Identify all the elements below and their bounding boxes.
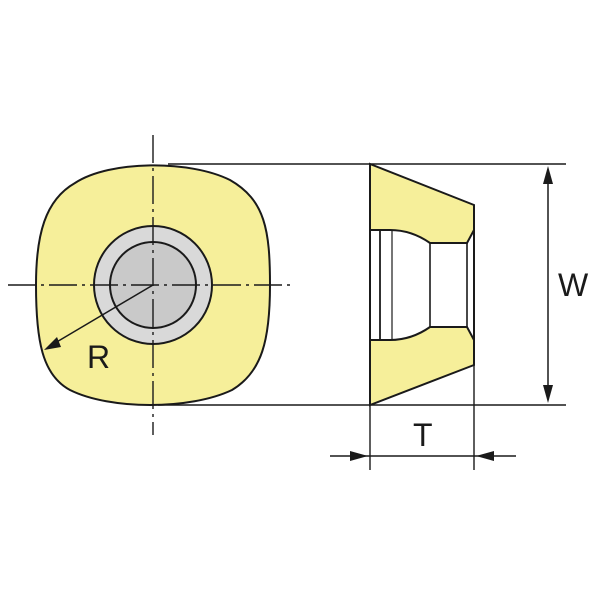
bore-cutaway: [369, 229, 475, 341]
width-arrow-top: [543, 166, 553, 184]
width-dimension: W: [543, 166, 589, 403]
thickness-arrow-left: [350, 451, 368, 461]
radius-leader: [54, 284, 154, 344]
thickness-label: T: [413, 417, 433, 453]
thickness-arrow-right: [476, 451, 494, 461]
radius-label: R: [87, 339, 110, 375]
side-view: [369, 162, 475, 407]
thickness-dimension: T: [330, 365, 516, 470]
width-label: W: [558, 267, 589, 303]
width-arrow-bottom: [543, 385, 553, 403]
front-view: R: [8, 135, 292, 435]
extension-lines: [158, 163, 566, 406]
radius-arrowhead: [44, 337, 61, 350]
